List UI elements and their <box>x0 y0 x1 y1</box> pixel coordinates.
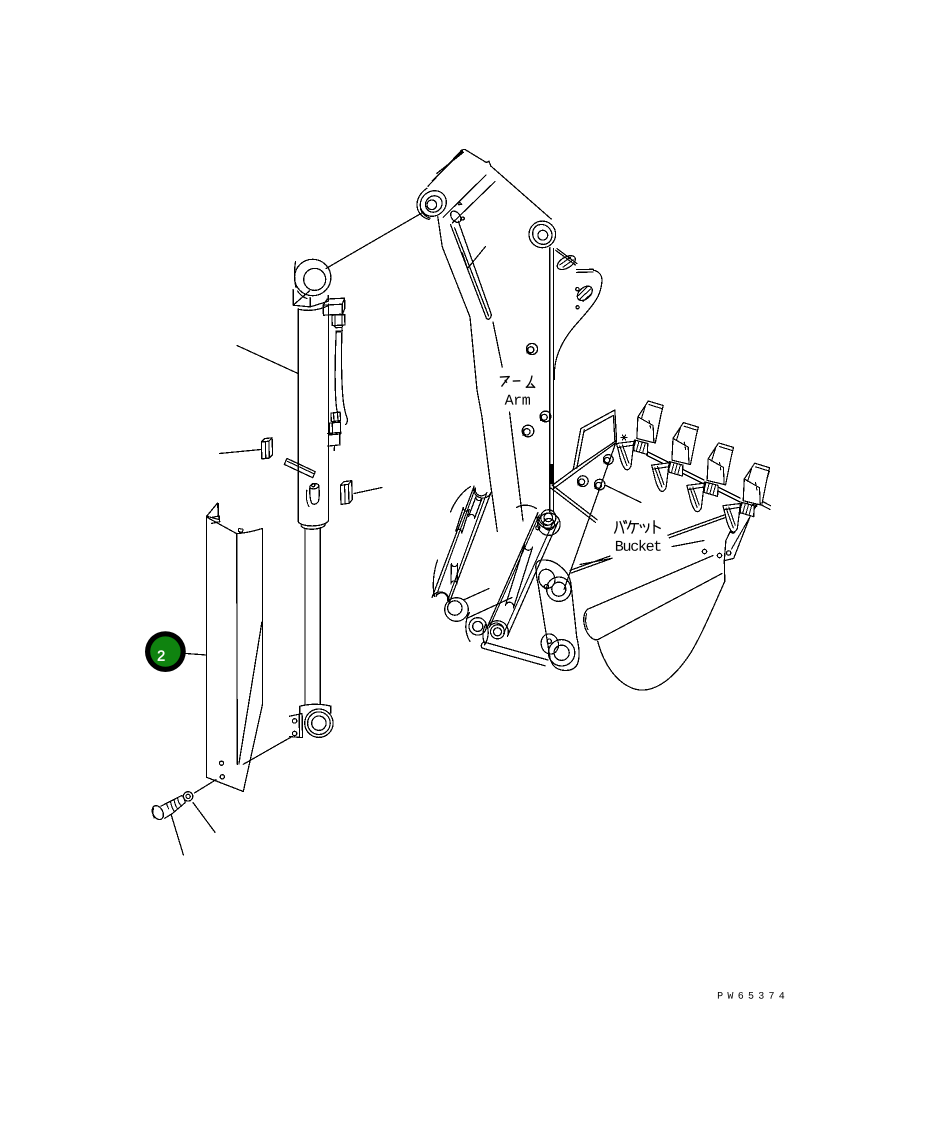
svg-text:PW65374: PW65374 <box>717 992 789 1003</box>
svg-text:2: 2 <box>157 649 165 665</box>
svg-text:Arm: Arm <box>505 393 531 410</box>
svg-text:Bucket: Bucket <box>615 539 662 556</box>
